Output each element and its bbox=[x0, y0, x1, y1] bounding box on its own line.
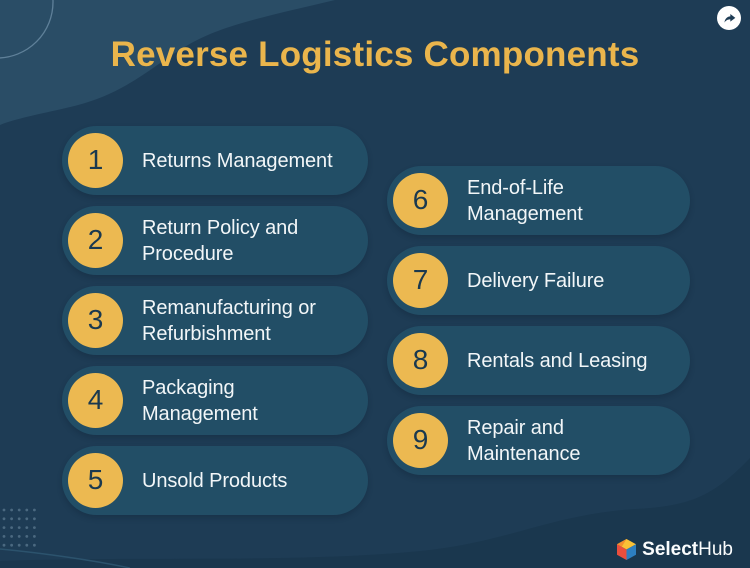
selecthub-cube-icon bbox=[617, 539, 637, 560]
item-label: End-of-Life Management bbox=[467, 176, 583, 225]
component-item: 4 Packaging Management bbox=[62, 366, 368, 435]
item-label: Returns Management bbox=[142, 149, 333, 172]
item-number: 7 bbox=[412, 263, 429, 295]
share-button[interactable] bbox=[717, 6, 741, 30]
arc-outline-decoration bbox=[0, 0, 54, 59]
component-item: 9 Repair and Maintenance bbox=[387, 406, 690, 475]
component-item: 5 Unsold Products bbox=[62, 446, 368, 515]
item-number-badge: 2 bbox=[68, 213, 123, 268]
component-item: 2 Return Policy and Procedure bbox=[62, 206, 368, 275]
item-number-badge: 4 bbox=[68, 373, 123, 428]
item-number-badge: 3 bbox=[68, 293, 123, 348]
bottom-left-curve-line bbox=[0, 548, 131, 568]
corner-blob-shape bbox=[0, 0, 335, 125]
item-number: 1 bbox=[87, 143, 104, 175]
item-label: Delivery Failure bbox=[467, 269, 605, 292]
page-title: Reverse Logistics Components bbox=[110, 35, 640, 74]
item-label: Unsold Products bbox=[142, 469, 288, 492]
components-column-right: 6 End-of-Life Management 7 Delivery Fail… bbox=[387, 166, 690, 486]
item-number: 8 bbox=[412, 343, 429, 375]
item-number: 5 bbox=[87, 463, 104, 495]
item-number-badge: 1 bbox=[68, 133, 123, 188]
item-label: Remanufacturing or Refurbishment bbox=[142, 296, 316, 345]
item-number-badge: 6 bbox=[393, 173, 448, 228]
item-label: Return Policy and Procedure bbox=[142, 216, 299, 265]
brand-name-regular: Hub bbox=[698, 539, 733, 560]
bottom-wave-shape bbox=[0, 458, 750, 568]
share-icon bbox=[724, 13, 735, 23]
brand-name-bold: Select bbox=[642, 539, 699, 560]
item-number: 9 bbox=[412, 423, 429, 455]
components-column-left: 1 Returns Management 2 Return Policy and… bbox=[62, 126, 368, 526]
brand-name: SelectHub bbox=[642, 539, 733, 560]
item-label: Repair and Maintenance bbox=[467, 416, 581, 465]
item-label: Rentals and Leasing bbox=[467, 349, 648, 372]
component-item: 3 Remanufacturing or Refurbishment bbox=[62, 286, 368, 355]
item-number: 3 bbox=[87, 303, 104, 335]
component-item: 6 End-of-Life Management bbox=[387, 166, 690, 235]
item-label: Packaging Management bbox=[142, 376, 258, 425]
selecthub-logo: SelectHub bbox=[617, 539, 733, 560]
item-number: 6 bbox=[412, 183, 429, 215]
item-number-badge: 5 bbox=[68, 453, 123, 508]
item-number: 2 bbox=[87, 223, 104, 255]
dots-pattern bbox=[2, 508, 36, 547]
component-item: 8 Rentals and Leasing bbox=[387, 326, 690, 395]
component-item: 1 Returns Management bbox=[62, 126, 368, 195]
item-number: 4 bbox=[87, 383, 104, 415]
item-number-badge: 9 bbox=[393, 413, 448, 468]
item-number-badge: 8 bbox=[393, 333, 448, 388]
component-item: 7 Delivery Failure bbox=[387, 246, 690, 315]
item-number-badge: 7 bbox=[393, 253, 448, 308]
